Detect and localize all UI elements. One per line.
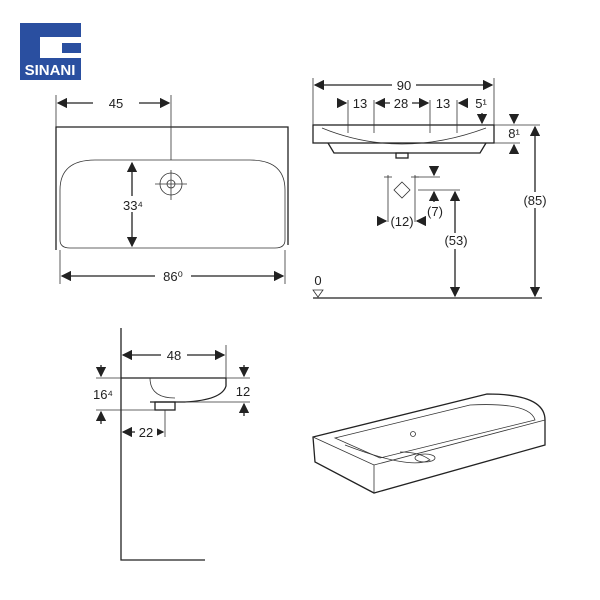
dim-total-width: 90	[397, 78, 411, 93]
sinani-logo: SINANI	[20, 23, 81, 80]
dim-drain: 22	[139, 425, 153, 440]
dim-d: 5¹	[475, 96, 487, 111]
floor-level: 0	[314, 273, 321, 288]
dim-tap-offset: 45	[109, 96, 123, 111]
side-view: 48 16⁴ 12 22	[93, 328, 250, 561]
dim-drain-height: (53)	[444, 233, 467, 248]
dim-b: 28	[394, 96, 408, 111]
dim-drain-offset-v: (7)	[427, 204, 443, 219]
dim-c: 13	[436, 96, 450, 111]
level-marker-icon	[312, 289, 324, 298]
dim-width: 86⁰	[163, 269, 183, 284]
perspective-view	[312, 393, 546, 494]
dim-bowl-depth: 33⁴	[123, 198, 143, 213]
tap-hole-icon	[155, 170, 187, 200]
top-view: 45 33⁴ 86⁰	[55, 95, 289, 284]
dim-height: 16⁴	[93, 387, 113, 402]
front-view: 90 13 28 13 5¹ 8¹ (85) (7)	[312, 77, 552, 299]
dim-height-total: (85)	[523, 193, 546, 208]
dim-rim-side: 12	[236, 384, 250, 399]
dim-a: 13	[353, 96, 367, 111]
dim-depth: 48	[167, 348, 181, 363]
dim-rim: 8¹	[508, 126, 520, 141]
logo-text: SINANI	[25, 62, 76, 79]
dim-drain-offset-h: (12)	[390, 214, 413, 229]
drain-position-marker	[384, 175, 460, 222]
